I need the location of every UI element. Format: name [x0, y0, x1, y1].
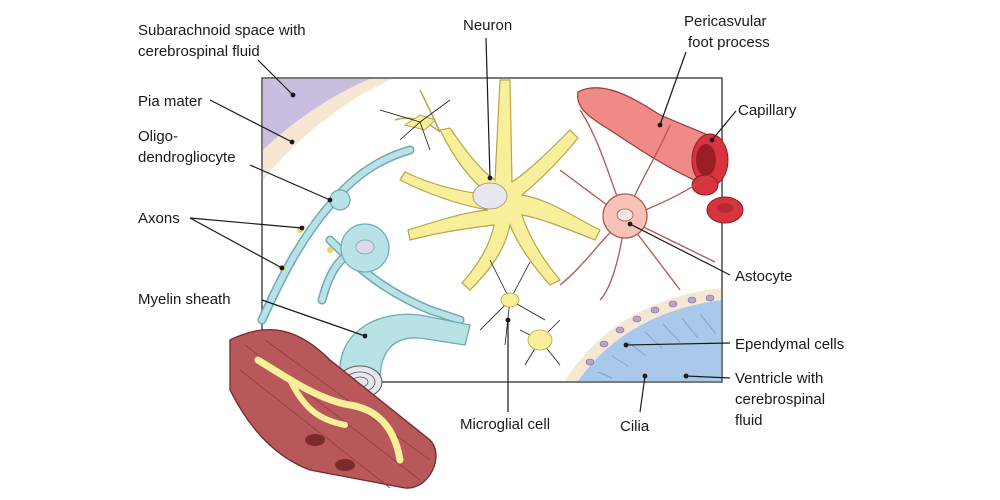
label-cilia: Cilia	[620, 418, 650, 435]
label-subarachnoid-line1: Subarachnoid space with	[138, 22, 306, 39]
ependymal-nuclei	[585, 294, 715, 366]
label-oligo-line2: dendrogliocyte	[138, 149, 236, 166]
label-pia-mater: Pia mater	[138, 93, 202, 110]
leader-lines	[189, 37, 737, 413]
label-neuron: Neuron	[463, 17, 512, 34]
capillary-vessel	[577, 87, 744, 224]
pia-mater-layer	[263, 79, 392, 180]
cilia-lines	[597, 313, 717, 379]
label-capillary: Capillary	[738, 102, 797, 119]
label-ventricle-line3: fluid	[735, 412, 763, 429]
neuron-cell	[394, 79, 601, 291]
label-ventricle-line2: cerebrospinal	[735, 391, 825, 408]
label-axons: Axons	[138, 210, 180, 227]
label-myelin-sheath: Myelin sheath	[138, 291, 231, 308]
label-ependymal-cells: Ependymal cells	[735, 336, 844, 353]
microglial-cell	[479, 259, 561, 366]
oligodendrocyte-cell	[257, 145, 465, 325]
label-pericasvular-line1: Pericasvular	[684, 13, 767, 30]
leader-dots	[279, 92, 715, 379]
ependymal-layer	[565, 288, 721, 381]
label-microglial-cell: Microglial cell	[460, 416, 550, 433]
small-neuron	[379, 99, 451, 151]
label-subarachnoid-line2: cerebrospinal fluid	[138, 43, 260, 60]
ventricle-region	[578, 300, 721, 381]
label-pericasvular-line2: foot process	[688, 34, 770, 51]
label-astocyte: Astocyte	[735, 268, 793, 285]
muscle-fiber	[229, 328, 437, 489]
label-ventricle-line1: Ventricle with	[735, 370, 823, 387]
label-oligo-line1: Oligo-	[138, 128, 178, 145]
subarachnoid-space	[263, 79, 370, 150]
